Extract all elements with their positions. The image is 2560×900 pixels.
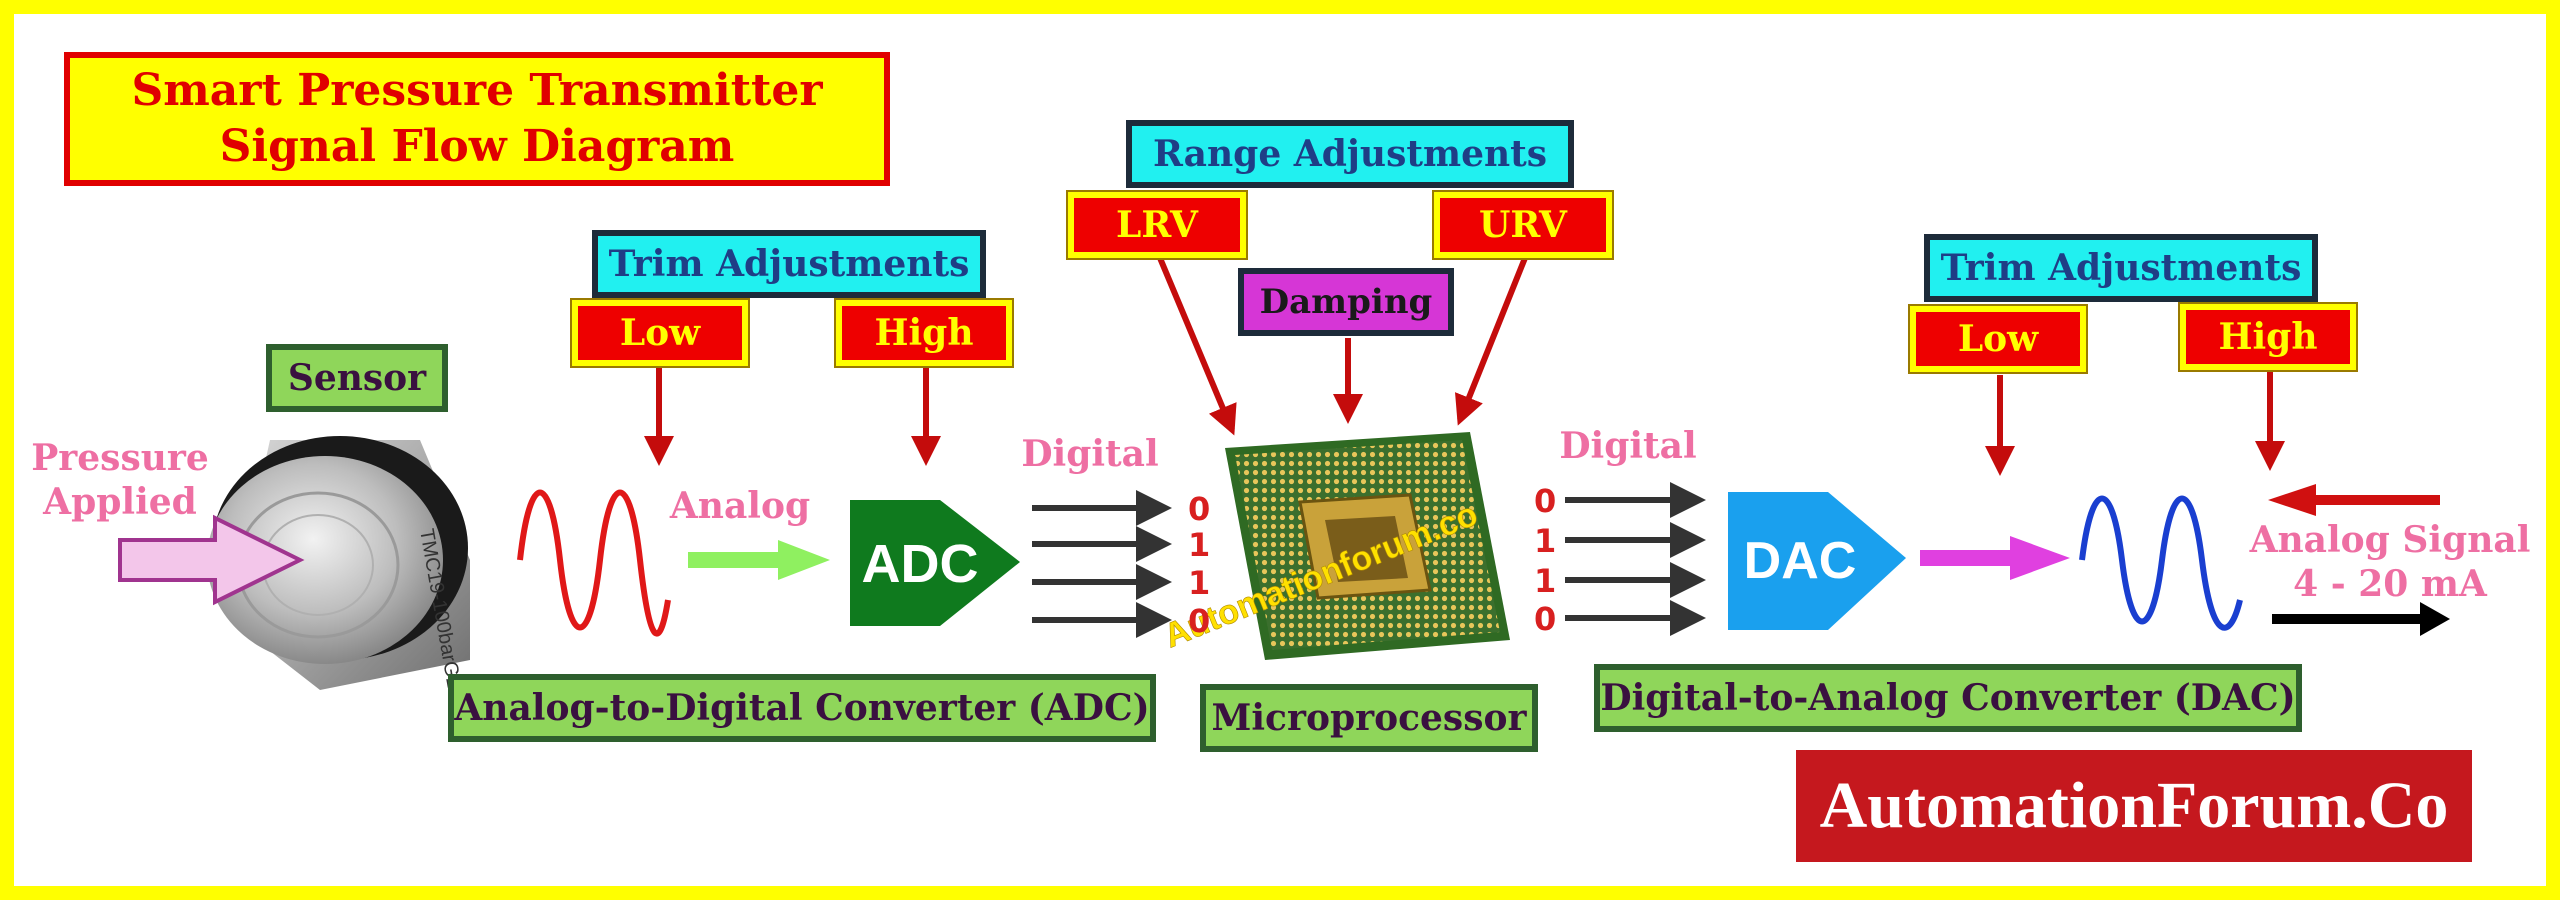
dac-bit-1: 0 — [1534, 482, 1557, 520]
lrv-label: LRV — [1066, 190, 1248, 260]
pressure-applied-line-1: Pressure — [31, 437, 209, 479]
adc-output-arrows — [1032, 490, 1172, 638]
adc-digital-label: Digital — [1021, 433, 1159, 475]
adc-block-label: ADC — [862, 534, 979, 594]
microprocessor-adjust-arrows — [1157, 256, 1528, 436]
adc-bit-1: 0 — [1188, 490, 1211, 528]
sensor-label: Sensor — [266, 344, 448, 412]
analog-signal-line-2: 4 - 20 mA — [2293, 563, 2487, 605]
output-arrow-black — [2272, 602, 2450, 636]
dac-digital-label: Digital — [1559, 425, 1697, 467]
adc-trim-adjustments-label: Trim Adjustments — [592, 230, 986, 298]
adc-trim-low-label: Low — [570, 298, 750, 368]
adc-block-shape — [850, 500, 1020, 626]
analog-signal-label: Analog Signal 4 - 20 mA — [2240, 518, 2540, 606]
dac-trim-high-label: High — [2178, 302, 2358, 372]
adc-trim-arrows — [644, 368, 941, 466]
feedback-arrow-red — [2268, 484, 2440, 516]
analog-wave-red — [517, 489, 671, 637]
analog-label: Analog — [669, 485, 811, 527]
analog-signal-line-1: Analog Signal — [2249, 519, 2531, 561]
microprocessor-chip-icon — [1225, 432, 1510, 660]
pressure-applied-arrow — [118, 514, 305, 606]
adc-caption: Analog-to-Digital Converter (ADC) — [448, 674, 1156, 742]
dac-trim-adjustments-label: Trim Adjustments — [1924, 234, 2318, 302]
dac-bit-2: 1 — [1534, 522, 1557, 560]
title-line-2: Signal Flow Diagram — [219, 121, 735, 172]
adc-trim-high-label: High — [834, 298, 1014, 368]
title-line-1: Smart Pressure Transmitter — [131, 65, 823, 116]
dac-caption: Digital-to-Analog Converter (DAC) — [1594, 664, 2302, 732]
analog-wave-blue — [2079, 495, 2243, 631]
dac-bit-3: 1 — [1534, 562, 1557, 600]
dac-output-arrow — [1920, 536, 2070, 580]
dac-bit-4: 0 — [1534, 600, 1557, 638]
range-adjustments-label: Range Adjustments — [1126, 120, 1574, 188]
title-box: Smart Pressure Transmitter Signal Flow D… — [64, 52, 890, 186]
pressure-applied-label: Pressure Applied — [30, 436, 210, 524]
dac-block-label: DAC — [1744, 532, 1857, 590]
adc-bit-3: 1 — [1188, 564, 1211, 602]
dac-block-shape — [1728, 492, 1906, 630]
adc-bit-4: 0 — [1188, 602, 1211, 640]
dac-input-arrows — [1565, 482, 1706, 636]
microprocessor-caption: Microprocessor — [1200, 684, 1538, 752]
dac-trim-arrows — [1985, 370, 2285, 476]
brand-logo: AutomationForum.Co — [1796, 750, 2472, 862]
damping-label: Damping — [1238, 268, 1454, 336]
analog-arrow — [688, 540, 830, 580]
dac-trim-low-label: Low — [1908, 304, 2088, 374]
adc-bit-2: 1 — [1188, 526, 1211, 564]
urv-label: URV — [1432, 190, 1614, 260]
pressure-applied-line-2: Applied — [43, 481, 197, 523]
